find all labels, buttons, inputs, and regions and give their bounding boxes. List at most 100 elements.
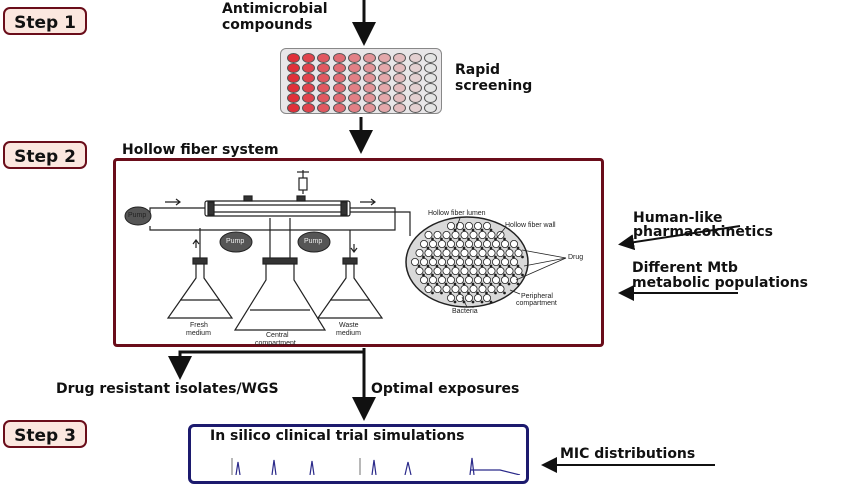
plate-well — [393, 53, 407, 63]
bacteria-dot — [422, 255, 425, 259]
plate-well — [302, 63, 316, 73]
fiber-lumen — [500, 257, 509, 266]
fiber-lumen — [433, 248, 442, 257]
bacteria-dot — [489, 300, 493, 304]
fiber-lumen — [482, 221, 491, 230]
waste-label-2: medium — [336, 330, 361, 337]
bacteria-dot — [435, 282, 439, 286]
bacteria-dot — [440, 273, 443, 277]
fiber-lumen — [482, 293, 491, 302]
bacteria-dot — [485, 273, 488, 277]
fiber-lumen — [460, 248, 469, 257]
fiber-lumen — [446, 221, 455, 230]
fiber-lumen — [424, 230, 433, 239]
pump-right — [297, 231, 331, 253]
bacteria-label: Bacteria — [452, 308, 478, 315]
bacteria-dot — [489, 228, 493, 232]
bacteria-dot — [476, 255, 479, 259]
fiber-lumen — [451, 248, 460, 257]
bacteria-dot — [521, 255, 524, 259]
drug-label: Drug — [568, 254, 584, 261]
plate-well — [378, 53, 392, 63]
fiber-lumen — [478, 266, 487, 275]
bacteria-dot — [431, 273, 434, 277]
plate-well — [287, 103, 300, 113]
plate-well — [393, 83, 407, 93]
bacteria-dot — [440, 255, 443, 259]
fresh-label-1: Fresh — [190, 322, 208, 329]
fiber-lumen — [473, 275, 482, 284]
fiber-lumen — [455, 293, 464, 302]
fiber-lumen — [487, 248, 496, 257]
fiber-lumen — [487, 266, 496, 275]
fiber-lumen — [491, 257, 500, 266]
bacteria-dot — [516, 282, 520, 286]
fiber-lumen — [437, 275, 446, 284]
bacteria-dot — [498, 282, 502, 286]
plate-well — [302, 93, 316, 103]
bacteria-dot — [489, 246, 493, 250]
plate-well — [408, 53, 422, 63]
plate-well — [287, 63, 300, 73]
fiber-lumen — [487, 230, 496, 239]
wall-label: Hollow fiber wall — [505, 222, 556, 229]
lumen-label: Hollow fiber lumen — [428, 210, 486, 217]
pump-middle — [219, 231, 253, 253]
fiber-lumen — [442, 248, 451, 257]
plate-well — [332, 53, 346, 63]
fiber-lumen — [415, 266, 424, 275]
plate-well — [363, 93, 376, 103]
bacteria-dot — [417, 264, 421, 268]
human-like-label-1: Human-like — [633, 210, 723, 226]
step-3-badge: Step 3 — [3, 420, 87, 448]
step-1-badge: Step 1 — [3, 7, 87, 35]
bacteria-dot — [503, 237, 506, 241]
peripheral-label-1: Peripheral — [521, 293, 553, 300]
bacteria-dot — [453, 246, 457, 250]
plate-well — [302, 73, 316, 83]
fiber-lumen — [442, 284, 451, 293]
bacteria-dot — [444, 264, 448, 268]
bacteria-dot — [467, 291, 470, 295]
bacteria-dot — [485, 255, 488, 259]
plate-well — [332, 93, 346, 103]
bacteria-dot — [440, 291, 443, 295]
fiber-lumen — [446, 257, 455, 266]
fiber-lumen — [437, 257, 446, 266]
plate-well — [287, 83, 300, 93]
bacteria-dot — [503, 291, 506, 295]
plate-well — [317, 73, 331, 83]
bacteria-dot — [462, 282, 466, 286]
pump-left — [124, 206, 152, 226]
plate-well — [302, 83, 316, 93]
fiber-lumen — [428, 257, 437, 266]
hollow-fiber-box — [113, 158, 604, 347]
bacteria-dot — [435, 264, 439, 268]
fiber-lumen — [424, 284, 433, 293]
bacteria-dot — [462, 246, 466, 250]
fiber-lumen — [478, 230, 487, 239]
fiber-lumen — [455, 257, 464, 266]
plate-well — [347, 53, 361, 63]
fiber-lumen — [460, 230, 469, 239]
fiber-lumen — [446, 293, 455, 302]
plate-well — [287, 53, 300, 63]
plate-well — [393, 93, 407, 103]
bacteria-dot — [444, 246, 448, 250]
plate-well — [408, 103, 422, 113]
bacteria-dot — [453, 300, 457, 304]
bacteria-dot — [489, 282, 493, 286]
fiber-lumen — [509, 257, 518, 266]
bacteria-dot — [507, 282, 511, 286]
in-silico-title: In silico clinical trial simulations — [210, 428, 465, 444]
bacteria-dot — [471, 228, 475, 232]
plate-well — [423, 63, 437, 73]
fiber-lumen — [496, 248, 505, 257]
fiber-lumen — [469, 230, 478, 239]
microplate — [280, 48, 442, 114]
bacteria-dot — [449, 273, 452, 277]
fiber-lumen — [505, 248, 514, 257]
step-2-badge: Step 2 — [3, 141, 87, 169]
